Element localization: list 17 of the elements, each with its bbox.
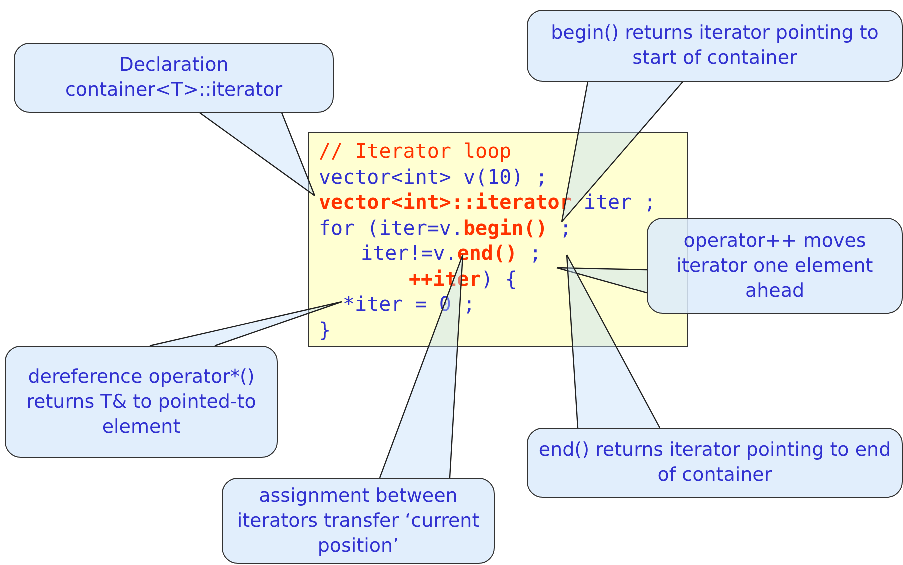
callout-bubble [527, 428, 903, 498]
callout-bubble [527, 10, 903, 82]
callout-text: assignment between iterators transfer ‘current position’ [236, 484, 481, 558]
callout-text: operator++ moves iterator one element ahead [676, 228, 874, 304]
callout-bubble [647, 218, 903, 314]
callout-bubble [5, 346, 278, 458]
callout-text: end() returns iterator pointing to end of container [538, 438, 892, 488]
callout-text: Declaration container<T>::iterator [64, 53, 284, 103]
code-line: for (iter=v.begin() ; [319, 216, 572, 241]
code-line: iter!=v.end() ; [361, 241, 542, 266]
code-line: } [319, 318, 332, 343]
callout-bubble [14, 43, 334, 113]
callout-text: begin() returns iterator pointing to start of container [550, 21, 880, 71]
callout-bubble [222, 478, 495, 564]
callout-text: dereference operator*() returns T& to pointed-to element [26, 364, 258, 440]
code-line: vector<int> v(10) ; [319, 164, 548, 190]
code-comment: // Iterator loop [319, 139, 512, 164]
